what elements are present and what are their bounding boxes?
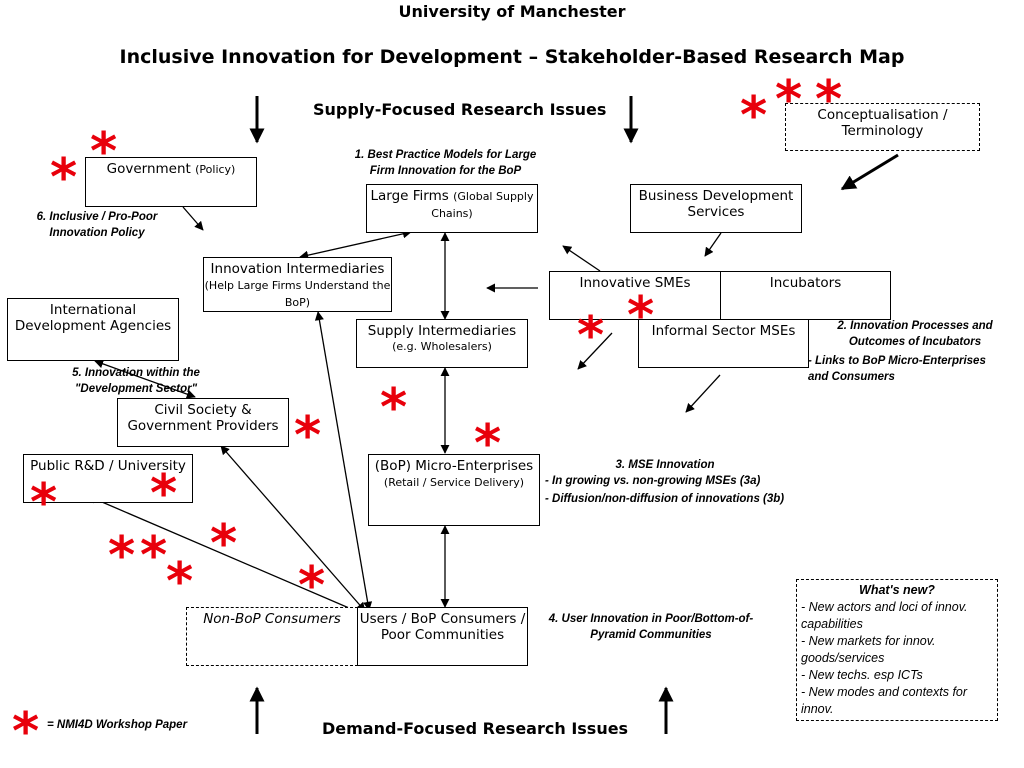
node-micro-enterprises-sub: (Retail / Service Delivery) (383, 476, 525, 489)
node-micro-enterprises: (BoP) Micro-Enterprises (Retail / Servic… (368, 454, 540, 526)
node-non-bop-consumers: Non-BoP Consumers (186, 607, 358, 666)
node-innovation-intermediaries-sub: (Help Large Firms Understand the BoP) (204, 279, 391, 309)
university-title: University of Manchester (398, 2, 626, 21)
legend-asterisk-icon: * (12, 702, 40, 762)
node-international-agencies: International Development Agencies (7, 298, 179, 361)
annotation-6: 6. Inclusive / Pro-Poor Innovation Polic… (36, 211, 158, 239)
node-government: Government (Policy) (85, 157, 257, 207)
asterisk-icon: * (740, 86, 768, 146)
asterisk-icon: * (108, 526, 136, 586)
publicrd-users-arrow (87, 495, 364, 615)
node-government-sub: (Policy) (195, 163, 236, 176)
whats-new-box: What's new? - New actors and loci of inn… (796, 579, 998, 721)
legend-text: = NMI4D Workshop Paper (47, 719, 188, 731)
whats-new-heading: What's new? (859, 583, 935, 597)
node-supply-intermediaries: Supply Intermediaries (e.g. Wholesalers) (356, 319, 528, 368)
asterisk-icon: * (30, 473, 58, 533)
node-micro-enterprises-label: (BoP) Micro-Enterprises (374, 458, 534, 474)
annotation-5: 5. Innovation within the "Development Se… (72, 367, 200, 395)
largefirms-intermediaries-arrow (299, 229, 412, 260)
annotation-2-link: - Links to BoP Micro-Enterprises and Con… (808, 355, 986, 383)
annotation-4: 4. User Innovation in Poor/Bottom-of-Pyr… (548, 613, 754, 641)
node-incubators: Incubators (720, 271, 891, 320)
asterisk-icon: * (474, 414, 502, 474)
annotation-1: 1. Best Practice Models for Large Firm I… (354, 149, 537, 177)
smes-largefirms-arrow (562, 245, 601, 272)
annotation-3b: - Diffusion/non-diffusion of innovations… (545, 493, 785, 505)
conceptualisation-arrow (840, 153, 899, 191)
annotation-3a: - In growing vs. non-growing MSEs (3a) (545, 475, 761, 487)
node-business-development-services: Business Development Services (630, 184, 802, 233)
supply-issues-label: Supply-Focused Research Issues (313, 100, 607, 119)
node-conceptualisation: Conceptualisation / Terminology (785, 103, 980, 151)
node-supply-intermediaries-sub: (e.g. Wholesalers) (392, 340, 492, 353)
node-innovation-intermediaries: Innovation Intermediaries (Help Large Fi… (203, 257, 392, 312)
annotation-3-title: 3. MSE Innovation (615, 459, 715, 471)
node-government-label: Government (106, 161, 191, 177)
node-public-rd: Public R&D / University (23, 454, 193, 503)
asterisk-icon: * (627, 286, 655, 346)
node-informal-sector-mses: Informal Sector MSEs (638, 319, 809, 368)
asterisk-icon: * (577, 306, 605, 366)
informal-down-arrow (685, 374, 721, 413)
asterisk-icon: * (90, 122, 118, 182)
gov-arrow (182, 206, 204, 231)
node-large-firms-label: Large Firms (370, 188, 449, 204)
node-large-firms-sub: (Global Supply Chains) (431, 190, 534, 220)
demand-issues-label: Demand-Focused Research Issues (322, 719, 629, 738)
node-large-firms: Large Firms (Global Supply Chains) (366, 184, 538, 233)
asterisk-icon: * (210, 514, 238, 574)
intl-civil-arrow (94, 359, 196, 399)
page-title: Inclusive Innovation for Development – S… (119, 46, 905, 68)
whats-new-item: - New modes and contexts for innov. (801, 685, 968, 716)
whats-new-item: - New markets for innov. goods/services (801, 634, 936, 665)
bds-arrow (704, 232, 722, 257)
asterisk-icon: * (166, 552, 194, 612)
annotation-2-title: 2. Innovation Processes and Outcomes of … (837, 320, 993, 348)
civil-users-arrow (220, 445, 366, 612)
asterisk-icon: * (380, 378, 408, 438)
whats-new-item: - New techs. esp ICTs (801, 668, 923, 682)
asterisk-icon: * (140, 526, 168, 586)
node-supply-intermediaries-label: Supply Intermediaries (367, 323, 517, 339)
asterisk-icon: * (294, 406, 322, 466)
asterisk-icon: * (50, 148, 78, 208)
asterisk-icon: * (815, 70, 843, 130)
asterisk-icon: * (150, 464, 178, 524)
node-civil-society: Civil Society & Government Providers (117, 398, 289, 447)
node-innovative-smes: Innovative SMEs (549, 271, 721, 320)
node-innovation-intermediaries-label: Innovation Intermediaries (210, 261, 385, 277)
smes-down-arrow (577, 332, 613, 370)
node-users-bop-consumers: Users / BoP Consumers / Poor Communities (357, 607, 528, 666)
whats-new-item: - New actors and loci of innov. capabili… (801, 600, 968, 631)
asterisk-icon: * (298, 556, 326, 616)
asterisk-icon: * (775, 70, 803, 130)
